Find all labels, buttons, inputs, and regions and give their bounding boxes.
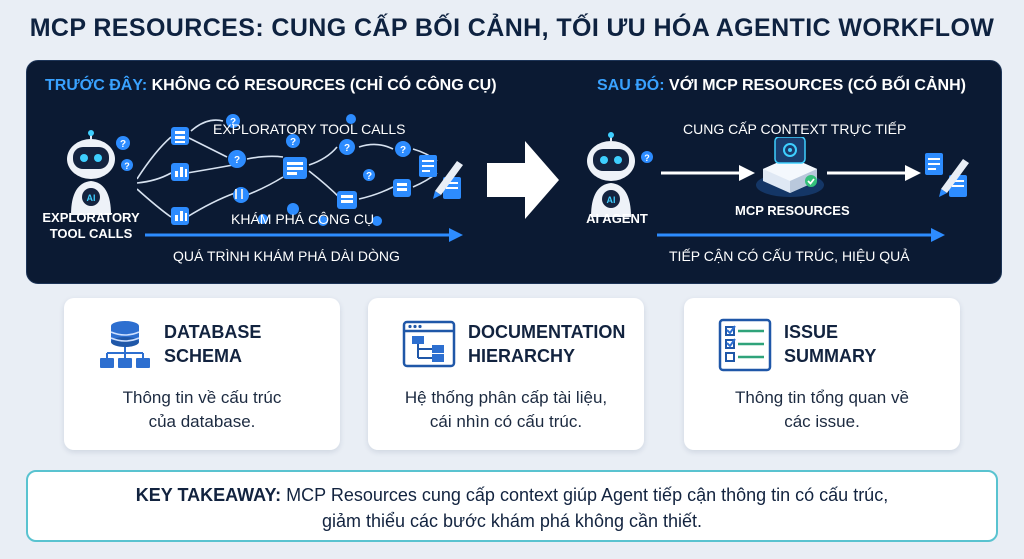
svg-text:?: ? [124, 161, 130, 171]
transition-arrow-icon [487, 141, 559, 219]
robot-before-caption: EXPLORATORY TOOL CALLS [42, 210, 140, 241]
card-documentation-title: DOCUMENTATION HIERARCHY [468, 322, 626, 366]
page-title: MCP RESOURCES: CUNG CẤP BỐI CẢNH, TỐI ƯU… [29, 14, 995, 42]
key-takeaway-line1: MCP Resources cung cấp context giúp Agen… [286, 485, 889, 505]
direct-context-label: CUNG CẤP CONTEXT TRỰC TIẾP [683, 121, 907, 137]
mcp-resources-label: MCP RESOURCES [735, 203, 850, 218]
efficient-process-label: TIẾP CẬN CÓ CẤU TRÚC, HIỆU QUẢ [669, 248, 910, 264]
after-heading-rest: VỚI MCP RESOURCES (CÓ BỐI CẢNH) [669, 77, 966, 94]
robot-before-icon: AI ? ? [67, 130, 133, 215]
card-database-title: DATABASE SCHEMA [164, 322, 262, 366]
document-pen-after-icon [925, 153, 969, 197]
card-database-desc: Thông tin về cấu trúc của database. [122, 388, 282, 431]
long-process-arrow [145, 228, 463, 242]
svg-text:?: ? [400, 145, 406, 156]
after-heading-prefix: SAU ĐÓ: [597, 77, 665, 94]
key-takeaway-line2: giảm thiểu các bước khám phá không cần t… [321, 511, 703, 531]
svg-text:?: ? [230, 117, 236, 128]
documentation-hierarchy-icon [402, 320, 456, 368]
card-database-schema: DATABASE SCHEMA Thông tin về cấu trúc củ… [64, 298, 340, 450]
efficient-process-arrow [657, 228, 945, 242]
database-schema-icon [100, 321, 150, 368]
exploration-tangle-icon: ??? ??? [137, 114, 438, 226]
svg-text:?: ? [344, 143, 350, 154]
tool-discovery-label: KHÁM PHÁ CÔNG CỤ [231, 211, 375, 227]
card-documentation-desc: Hệ thống phân cấp tài liệu, cái nhìn có … [404, 388, 608, 431]
agent-to-resources-arrow [661, 165, 755, 181]
svg-text:?: ? [234, 155, 240, 166]
before-heading-rest: KHÔNG CÓ RESOURCES (CHỈ CÓ CÔNG CỤ) [151, 77, 497, 94]
mcp-server-icon [756, 137, 824, 197]
svg-text:?: ? [120, 139, 126, 150]
robot-after-caption: AI AGENT [586, 211, 648, 226]
robot-before-badge: AI [87, 193, 96, 203]
before-heading-prefix: TRƯỚC ĐÂY: [45, 77, 148, 94]
document-pen-before-icon [419, 155, 463, 199]
issue-checklist-icon [718, 318, 772, 372]
card-issue-summary: ISSUE SUMMARY Thông tin tổng quan về các… [684, 298, 960, 450]
after-heading: SAU ĐÓ: VỚI MCP RESOURCES (CÓ BỐI CẢNH) [597, 77, 966, 95]
before-heading: TRƯỚC ĐÂY: KHÔNG CÓ RESOURCES (CHỈ CÓ CÔ… [45, 77, 497, 95]
robot-after-badge: AI [607, 195, 616, 205]
robot-after-icon: AI ? [587, 132, 653, 217]
resources-to-output-arrow [827, 165, 921, 181]
long-process-label: QUÁ TRÌNH KHÁM PHÁ DÀI DÒNG [173, 248, 400, 264]
card-documentation-hierarchy: DOCUMENTATION HIERARCHY Hệ thống phân cấ… [368, 298, 644, 450]
exploratory-calls-label: EXPLORATORY TOOL CALLS [213, 121, 406, 137]
svg-text:?: ? [366, 171, 372, 182]
comparison-panel: TRƯỚC ĐÂY: KHÔNG CÓ RESOURCES (CHỈ CÓ CÔ… [26, 60, 1002, 284]
key-takeaway-label: KEY TAKEAWAY: [135, 485, 282, 505]
key-takeaway-box: KEY TAKEAWAY: MCP Resources cung cấp con… [26, 470, 998, 542]
card-issue-title: ISSUE SUMMARY [784, 322, 877, 366]
svg-text:?: ? [290, 137, 296, 148]
svg-text:?: ? [644, 153, 650, 163]
card-issue-desc: Thông tin tổng quan về các issue. [735, 388, 909, 431]
